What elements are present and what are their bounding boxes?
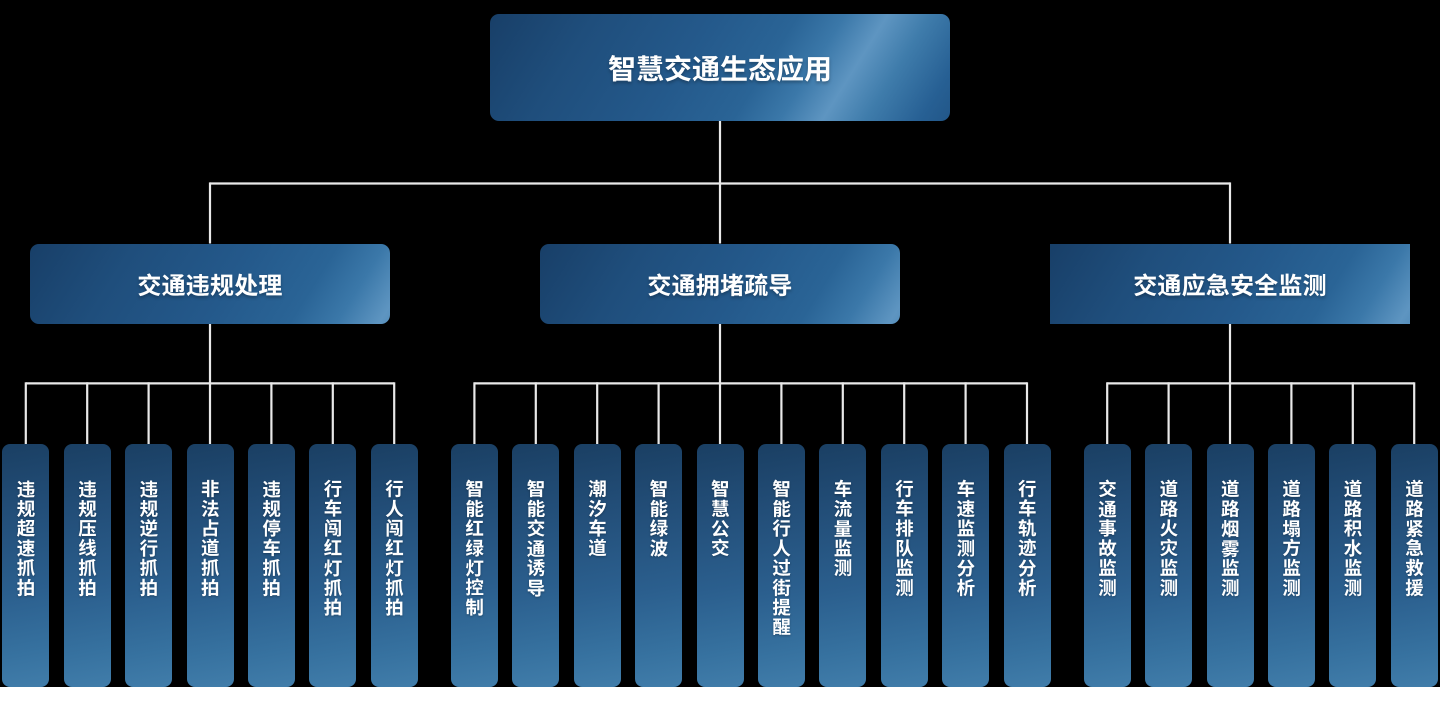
- leaf-node: 道路烟雾监测: [1206, 444, 1254, 687]
- leaf-node-label: 车流量监测: [830, 478, 857, 578]
- leaf-node-label: 违规停车抓拍: [258, 478, 285, 598]
- leaf-node: 行车闯红灯抓拍: [309, 444, 357, 687]
- leaf-node: 道路紧急救援: [1390, 444, 1438, 687]
- leaf-node-label: 非法占道抓拍: [197, 478, 224, 598]
- leaf-node: 车流量监测: [819, 444, 867, 687]
- leaf-node: 智能红绿灯控制: [450, 444, 498, 687]
- leaf-node: 智能行人过街提醒: [757, 444, 805, 687]
- bottom-white-strip: [0, 687, 1440, 710]
- leaf-node-label: 行车闯红灯抓拍: [320, 478, 347, 617]
- leaf-node: 交通事故监测: [1083, 444, 1131, 687]
- leaf-node: 违规压线抓拍: [63, 444, 111, 687]
- root-node-label: 智慧交通生态应用: [607, 47, 832, 88]
- root-node: 智慧交通生态应用: [490, 14, 950, 121]
- branch-node-1: 交通违规处理: [30, 243, 390, 324]
- leaf-node: 智能交通诱导: [512, 444, 560, 687]
- branch-node-3: 交通应急安全监测: [1050, 243, 1410, 324]
- leaf-node: 道路火灾监测: [1145, 444, 1193, 687]
- leaf-node-label: 交通事故监测: [1094, 478, 1121, 598]
- leaf-node: 车速监测分析: [942, 444, 990, 687]
- branch-node-label: 交通应急安全监测: [1133, 265, 1327, 301]
- leaf-node: 智能绿波: [635, 444, 683, 687]
- leaf-node: 违规停车抓拍: [247, 444, 295, 687]
- leaf-node: 智慧公交: [696, 444, 744, 687]
- leaf-node-label: 违规超速抓拍: [13, 478, 40, 598]
- leaf-node-label: 道路塌方监测: [1278, 478, 1305, 598]
- leaf-node-label: 智能红绿灯控制: [461, 478, 488, 617]
- branch-node-label: 交通拥堵疏导: [647, 265, 793, 301]
- leaf-node-label: 道路紧急救援: [1401, 478, 1428, 598]
- leaf-node-label: 违规逆行抓拍: [135, 478, 162, 598]
- leaf-node-label: 违规压线抓拍: [74, 478, 101, 598]
- leaf-node-label: 潮汐车道: [584, 478, 611, 558]
- leaf-node: 违规超速抓拍: [2, 444, 50, 687]
- leaf-node: 道路塌方监测: [1267, 444, 1315, 687]
- leaf-node-label: 智能绿波: [645, 478, 672, 558]
- leaf-node-label: 道路火灾监测: [1155, 478, 1182, 598]
- leaf-node: 行人闯红灯抓拍: [370, 444, 418, 687]
- leaf-node-label: 行车排队监测: [891, 478, 918, 598]
- leaf-node: 非法占道抓拍: [186, 444, 234, 687]
- leaf-node: 行车轨迹分析: [1003, 444, 1051, 687]
- leaf-node-label: 智能交通诱导: [523, 478, 550, 598]
- leaf-node: 道路积水监测: [1329, 444, 1377, 687]
- leaf-node-label: 行人闯红灯抓拍: [381, 478, 408, 617]
- leaf-node-label: 智能行人过街提醒: [768, 478, 795, 637]
- branch-node-label: 交通违规处理: [137, 265, 283, 301]
- leaf-node: 行车排队监测: [880, 444, 928, 687]
- leaf-node-label: 车速监测分析: [952, 478, 979, 598]
- leaf-node: 违规逆行抓拍: [125, 444, 173, 687]
- branch-node-2: 交通拥堵疏导: [540, 243, 900, 324]
- leaf-node-label: 智慧公交: [707, 478, 734, 558]
- leaf-node-label: 行车轨迹分析: [1014, 478, 1041, 598]
- leaf-node: 潮汐车道: [573, 444, 621, 687]
- leaf-node-label: 道路烟雾监测: [1217, 478, 1244, 598]
- leaf-node-label: 道路积水监测: [1340, 478, 1367, 598]
